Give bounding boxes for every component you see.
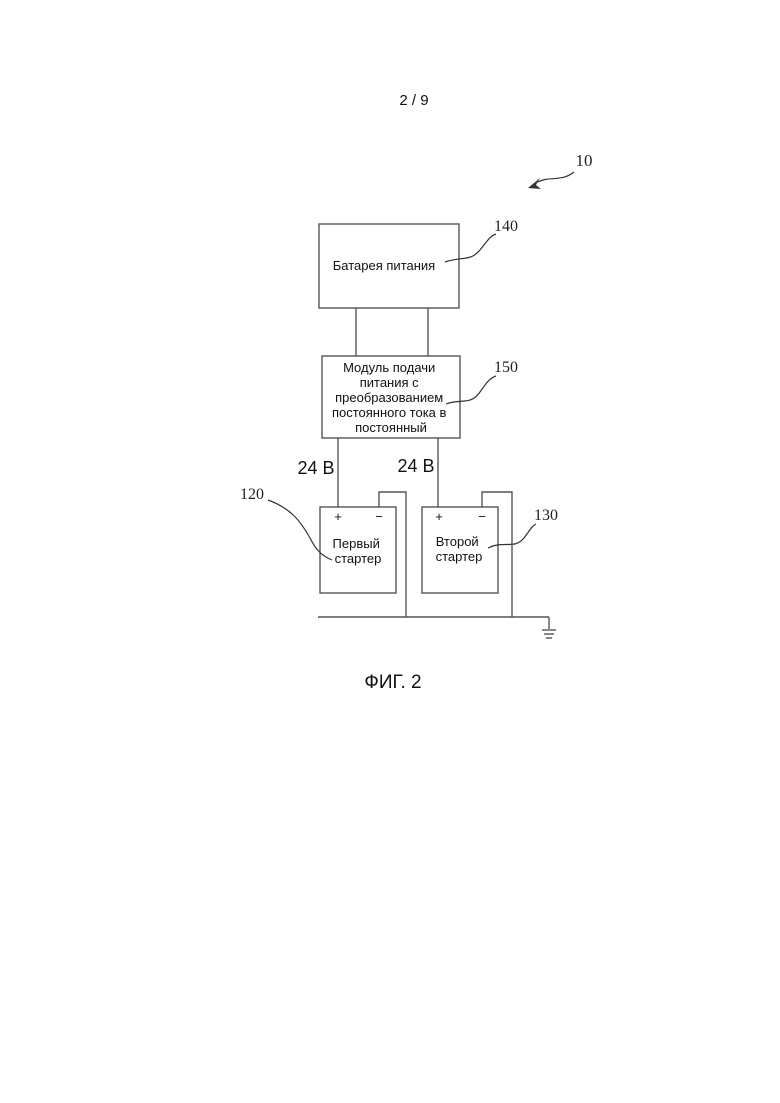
battery-ref: 140 [494, 218, 518, 235]
converter-label-line: постоянный [355, 420, 427, 435]
figure-ref-arrow-line [538, 172, 574, 182]
figure-ref-arrowhead-icon [528, 178, 541, 189]
voltage-label-right: 24 В [397, 456, 434, 476]
page-number: 2 / 9 [399, 92, 428, 109]
starter2-minus-terminal: − [478, 509, 486, 524]
converter-label-line: постоянного тока в [332, 405, 447, 420]
starter1-plus-terminal: + [334, 509, 342, 524]
converter-ref: 150 [494, 359, 518, 376]
converter-label-line: Модуль подачи [343, 360, 435, 375]
starter1-label: Первый стартер [333, 536, 384, 566]
starter1-ref: 120 [240, 486, 264, 503]
starter2-label-line: стартер [436, 549, 483, 564]
starter2-label: Второй стартер [436, 534, 483, 564]
starter2-plus-terminal: + [435, 509, 443, 524]
starter2-label-line: Второй [436, 534, 479, 549]
starter1-minus-terminal: − [375, 509, 383, 524]
converter-label-line: преобразованием [335, 390, 443, 405]
starter1-label-line: стартер [335, 551, 382, 566]
figure-ref-label: 10 [576, 151, 593, 170]
starter1-label-line: Первый [333, 536, 380, 551]
starter2-ref: 130 [534, 507, 558, 524]
figure-caption: ФИГ. 2 [364, 672, 421, 693]
ground-symbol-icon [542, 630, 556, 638]
voltage-label-left: 24 В [297, 458, 334, 478]
converter-label-line: питания с [360, 375, 419, 390]
battery-label: Батарея питания [333, 258, 435, 273]
